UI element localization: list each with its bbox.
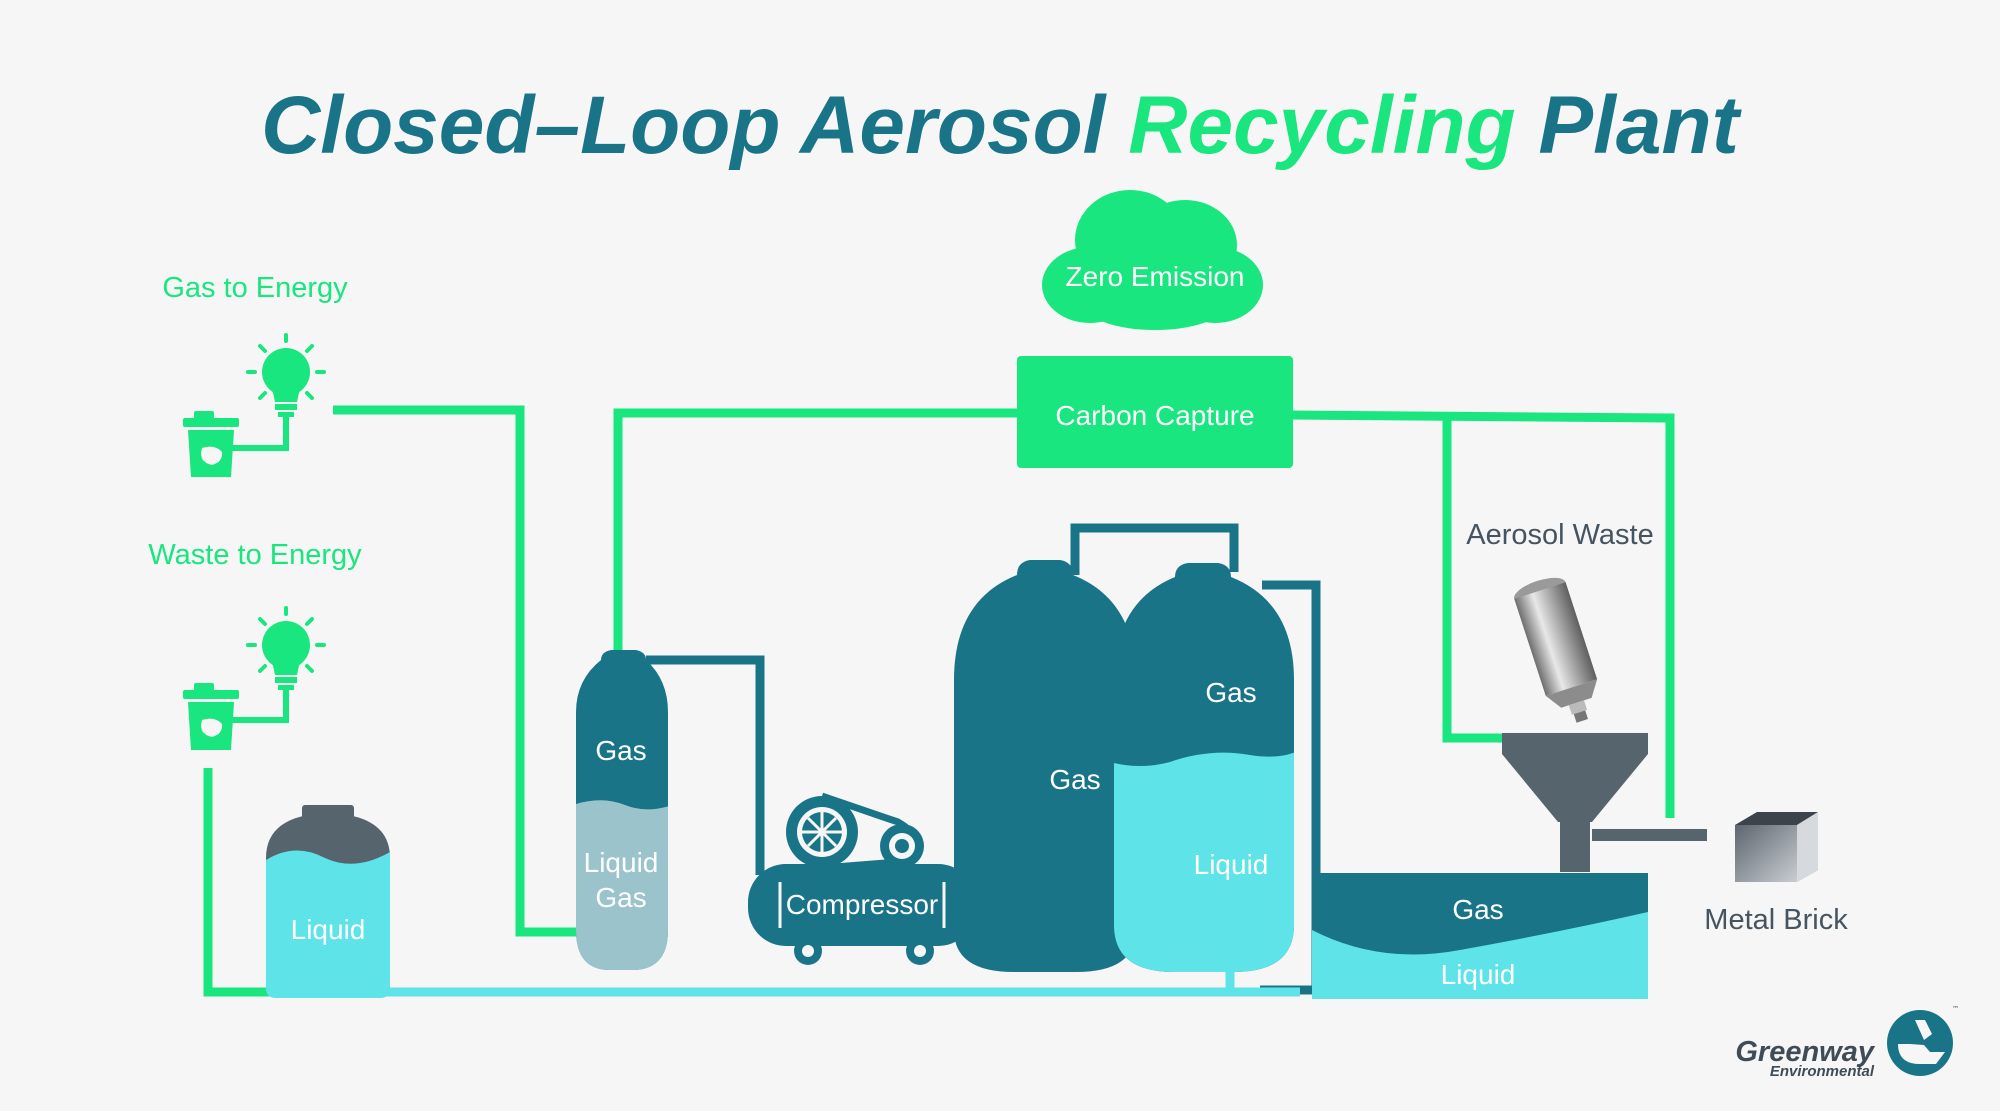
small-tank-liquid-label-2: Gas — [595, 882, 646, 913]
big-gas-tank — [954, 560, 1136, 972]
zero-emission-cloud — [1042, 190, 1263, 330]
logo-name: Greenway — [1735, 1036, 1875, 1068]
carbon-capture-box — [1017, 356, 1293, 468]
pipe-gas-to-energy — [333, 405, 578, 937]
right-tank-gas-label: Gas — [1205, 677, 1256, 708]
small-gas-tank — [576, 650, 668, 970]
pipes — [203, 405, 1707, 997]
gas-to-energy-label: Gas to Energy — [162, 272, 348, 304]
waste-to-energy-label: Waste to Energy — [148, 539, 362, 571]
bulb-icon — [246, 606, 326, 690]
pipe-carbon-to-right — [1289, 410, 1675, 818]
small-tank-gas-label: Gas — [595, 735, 646, 766]
aerosol-can-icon — [1514, 577, 1598, 723]
right-tank-liquid-label: Liquid — [1194, 849, 1269, 880]
big-tank-gas-label: Gas — [1049, 764, 1100, 795]
zero-emission-label: Zero Emission — [1066, 261, 1245, 292]
svg-text:™: ™ — [1952, 1005, 1959, 1013]
pipe-carbon-to-small-tank — [613, 408, 1018, 655]
bulb-wire-1 — [232, 417, 289, 451]
aerosol-waste-label: Aerosol Waste — [1466, 519, 1654, 551]
logo-subtitle: Environmental — [1770, 1063, 1875, 1080]
pipe-hopper-to-carbon — [1442, 418, 1502, 743]
compressor-label: Compressor — [786, 889, 938, 920]
bin-icon — [183, 411, 239, 477]
bulb-icon — [246, 333, 326, 417]
compressor — [748, 792, 976, 965]
hopper — [1502, 733, 1648, 872]
small-tank-liquid-label: Liquid — [584, 847, 659, 878]
bin-icon — [183, 683, 239, 750]
title-part-3: Plant — [1516, 80, 1743, 171]
bulb-wire-2 — [232, 690, 289, 723]
title-part-1: Closed–Loop Aerosol — [261, 80, 1128, 171]
basin-liquid-label: Liquid — [1441, 959, 1516, 990]
pipe-waste-to-energy — [203, 768, 270, 997]
carbon-capture-label: Carbon Capture — [1055, 400, 1254, 431]
liquid-storage-tank — [266, 805, 390, 998]
basin-gas-label: Gas — [1452, 894, 1503, 925]
page-title: Closed–Loop Aerosol Recycling Plant — [261, 80, 1743, 171]
title-highlight: Recycling — [1128, 80, 1515, 171]
pipe-small-tank-to-compressor — [646, 655, 765, 875]
metal-brick-label: Metal Brick — [1704, 904, 1848, 936]
company-logo: Greenway Environmental ™ — [1735, 1005, 1959, 1080]
gas-liquid-tank — [1114, 563, 1294, 972]
storage-tank-liquid-label: Liquid — [291, 914, 366, 945]
separation-basin — [1312, 873, 1648, 999]
metal-brick-icon — [1735, 812, 1818, 882]
pipe-tank-top-link — [1070, 523, 1239, 575]
